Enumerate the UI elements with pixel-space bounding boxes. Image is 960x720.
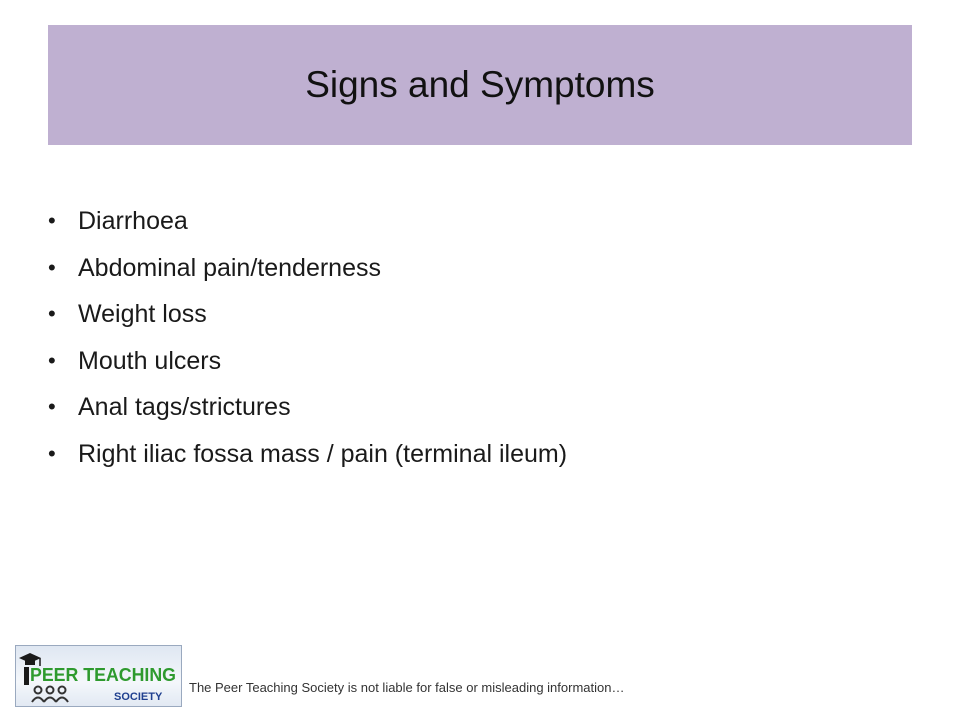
title-band: Signs and Symptoms bbox=[48, 25, 912, 145]
bullet-text: Mouth ulcers bbox=[78, 346, 222, 375]
bullet-text: Abdominal pain/tenderness bbox=[78, 253, 381, 282]
logo-letter-stem bbox=[24, 667, 29, 685]
bullet-dot: • bbox=[48, 440, 56, 466]
bullet-item: • Right iliac fossa mass / pain (terminal… bbox=[48, 431, 908, 478]
people-icon bbox=[31, 685, 69, 703]
bullet-dot: • bbox=[48, 301, 56, 326]
bullet-item: • Mouth ulcers bbox=[48, 338, 908, 385]
bullet-list: • Diarrhoea • Abdominal pain/tenderness • W… bbox=[48, 198, 908, 477]
logo-graphic: PEER TEACHING SOCIETY bbox=[19, 653, 176, 703]
footer-disclaimer: The Peer Teaching Society is not liable … bbox=[189, 680, 625, 695]
bullet-text: Diarrhoea bbox=[78, 207, 188, 235]
bullet-dot: • bbox=[48, 394, 56, 419]
bullet-text: Right iliac fossa mass / pain (terminal … bbox=[78, 439, 568, 468]
bullet-text: Weight loss bbox=[78, 300, 207, 328]
bullet-dot: • bbox=[48, 254, 56, 280]
bullet-item: • Weight loss bbox=[48, 291, 908, 338]
bullet-dot: • bbox=[48, 208, 56, 233]
slide-title: Signs and Symptoms bbox=[305, 64, 655, 105]
bullet-item: • Diarrhoea bbox=[48, 198, 908, 245]
bullet-dot: • bbox=[48, 347, 56, 373]
graduation-cap-icon bbox=[19, 653, 41, 666]
logo-text-line1: PEER TEACHING bbox=[30, 665, 176, 685]
logo-text-line2: SOCIETY bbox=[114, 691, 163, 703]
bullet-item: • Anal tags/strictures bbox=[48, 384, 908, 431]
bullet-item: • Abdominal pain/tenderness bbox=[48, 245, 908, 292]
bullet-text: Anal tags/strictures bbox=[78, 393, 291, 421]
peer-teaching-society-logo: PEER TEACHING SOCIETY bbox=[15, 645, 182, 707]
